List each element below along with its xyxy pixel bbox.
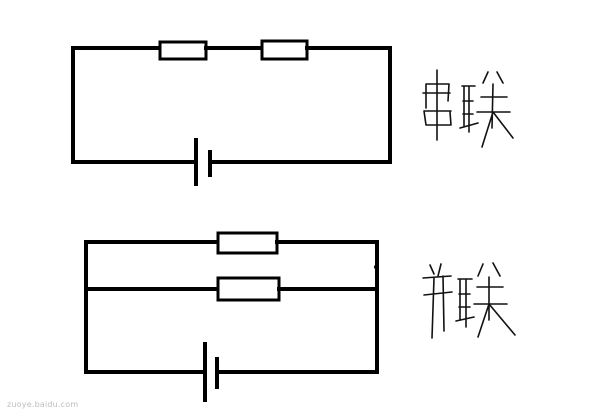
parallel-circuit xyxy=(84,231,379,402)
series-resistor-2 xyxy=(260,39,309,61)
parallel-resistor-1 xyxy=(216,231,279,255)
series-wire-right xyxy=(305,46,392,164)
parallel-resistor-2 xyxy=(216,276,281,302)
series-circuit xyxy=(71,39,392,186)
parallel-wire-left xyxy=(84,240,220,374)
watermark-text: zuoye.baidu.com xyxy=(7,400,79,409)
parallel-wire-top-right xyxy=(275,240,379,374)
parallel-handwritten-label xyxy=(422,262,516,339)
series-wire-top-left xyxy=(71,46,162,164)
series-resistor-1 xyxy=(158,40,208,61)
series-handwritten-label xyxy=(422,69,514,148)
small-dot-mark xyxy=(374,265,378,269)
